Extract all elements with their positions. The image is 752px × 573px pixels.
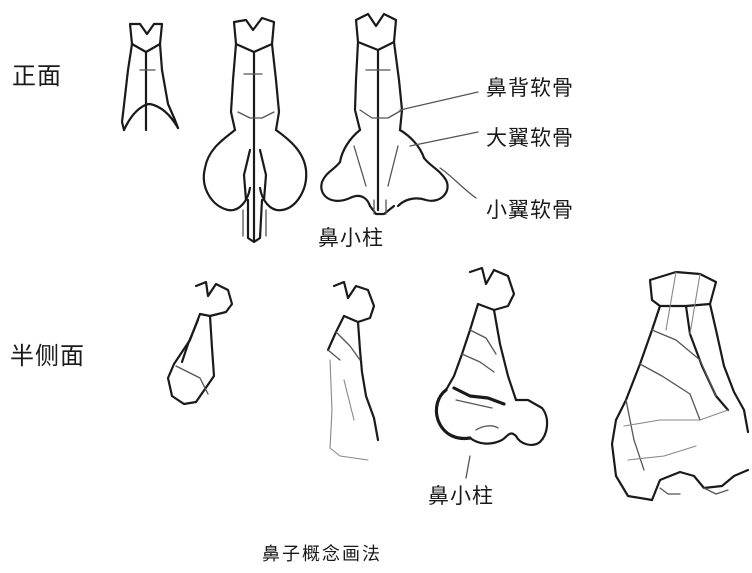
side-sketch-1 (168, 282, 232, 404)
front-sketch-3-nose-with-labels (321, 14, 478, 214)
label-columella-front: 鼻小柱 (318, 222, 384, 252)
label-major-alar-cartilage: 大翼软骨 (486, 122, 574, 152)
row-label-front: 正面 (12, 56, 62, 91)
front-sketch-2-nose (204, 18, 306, 242)
side-sketch-2 (328, 282, 378, 460)
row-label-three-quarter: 半侧面 (10, 336, 85, 371)
figure-caption: 鼻子概念画法 (262, 540, 382, 566)
side-sketch-4-planar-nose (612, 272, 748, 500)
front-sketch-1-bridge (122, 24, 178, 130)
label-dorsal-cartilage: 鼻背软骨 (486, 72, 574, 102)
label-minor-alar-cartilage: 小翼软骨 (486, 194, 574, 224)
side-sketch-3-nose (436, 268, 547, 478)
label-columella-side: 鼻小柱 (428, 480, 494, 510)
